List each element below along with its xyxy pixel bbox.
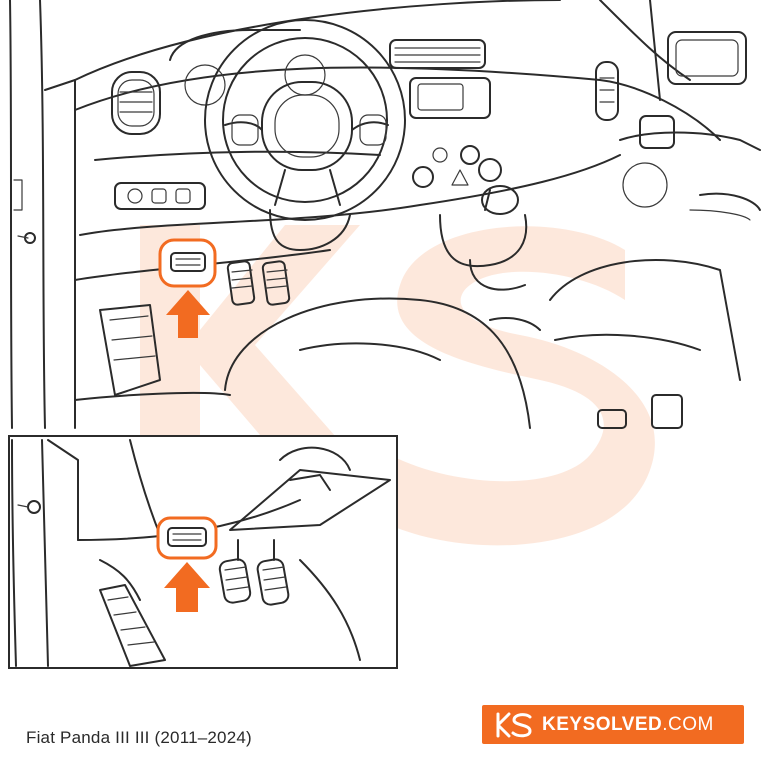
ks-logo-icon: [496, 712, 532, 737]
inset-up-arrow-icon: [164, 562, 210, 612]
inset-detail: [8, 435, 398, 669]
main-scene: [9, 0, 761, 429]
brand-name: KEYSOLVED: [542, 713, 663, 735]
vehicle-caption: Fiat Panda III III (2011–2024): [26, 728, 252, 747]
brand-domain: .COM: [662, 713, 714, 735]
inset-obd-port-icon: [156, 516, 218, 560]
obd-port-icon: [158, 238, 217, 288]
brand-banner[interactable]: KEYSOLVED .COM: [482, 705, 744, 744]
up-arrow-icon: [166, 290, 210, 338]
